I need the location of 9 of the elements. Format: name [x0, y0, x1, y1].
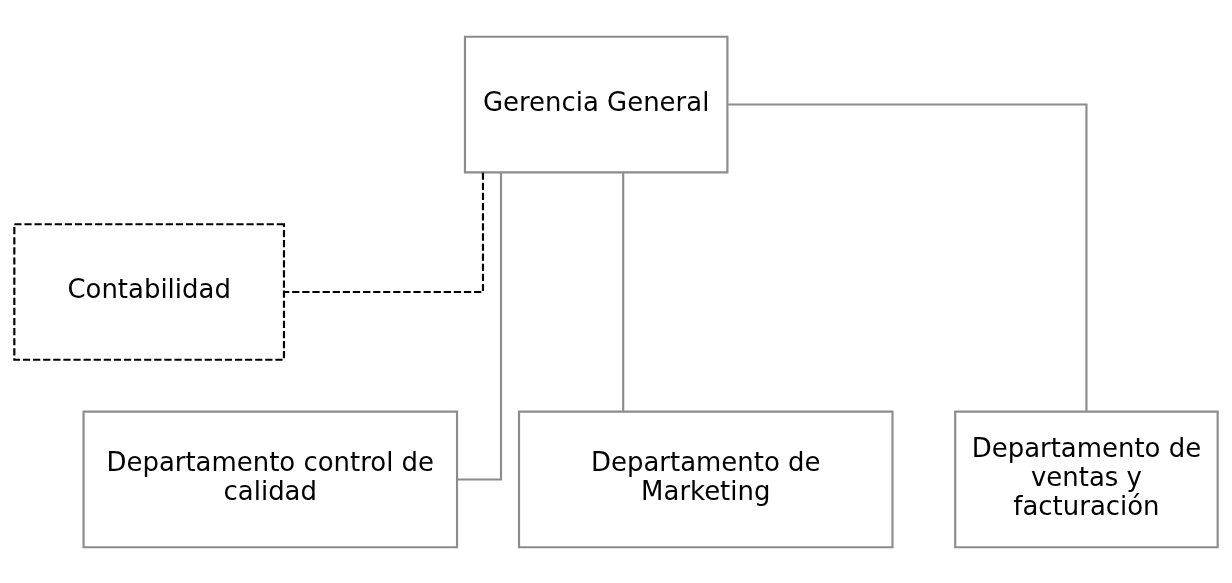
connector — [284, 172, 485, 293]
connector — [622, 171, 625, 411]
node-box: Departamento control de calidad — [82, 410, 459, 548]
node-box: Departamento de ventas y facturación — [954, 410, 1219, 548]
connector — [727, 102, 1088, 412]
node-box: Contabilidad — [13, 222, 286, 361]
connector — [457, 171, 503, 481]
node-box: Gerencia General — [463, 35, 729, 173]
node-box: Departamento de Marketing — [517, 410, 894, 548]
